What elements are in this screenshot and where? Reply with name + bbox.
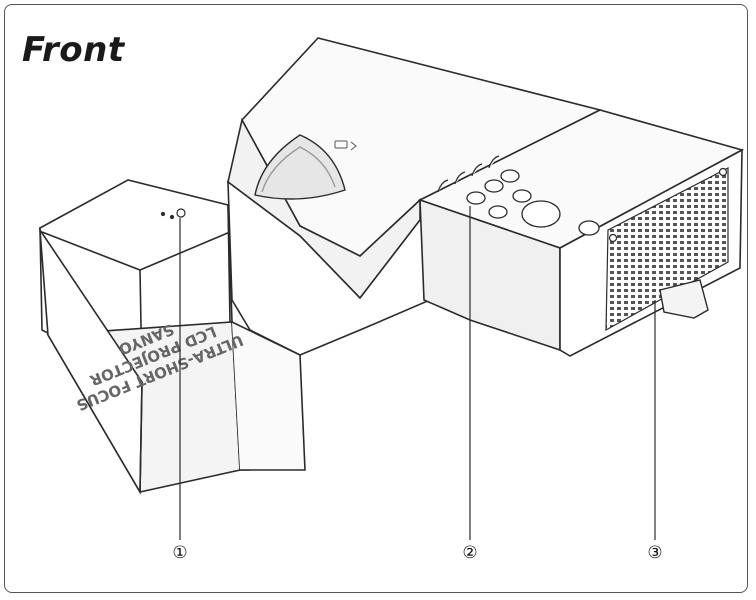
mirror-casing bbox=[38, 179, 306, 495]
exhaust-vent-grille bbox=[605, 167, 729, 332]
callout-label-1: ① bbox=[172, 543, 187, 563]
panel-button[interactable] bbox=[500, 169, 520, 183]
callout-lines bbox=[179, 206, 656, 540]
lens-cover bbox=[254, 134, 346, 200]
panel-button[interactable] bbox=[488, 205, 508, 219]
power-button[interactable] bbox=[578, 220, 600, 236]
dpad-button[interactable] bbox=[521, 200, 561, 228]
adjustable-foot bbox=[659, 279, 709, 319]
callout-label-2: ② bbox=[462, 543, 477, 563]
callout-label-3: ③ bbox=[647, 543, 662, 563]
top-control-panel bbox=[466, 169, 600, 236]
indicator-lamps bbox=[437, 155, 500, 193]
logo-mark-icon bbox=[334, 140, 357, 151]
remote-sensor bbox=[160, 208, 186, 220]
panel-button[interactable] bbox=[484, 179, 504, 193]
panel-button[interactable] bbox=[466, 191, 486, 205]
page-title: Front bbox=[22, 30, 125, 70]
panel-button[interactable] bbox=[512, 189, 532, 203]
